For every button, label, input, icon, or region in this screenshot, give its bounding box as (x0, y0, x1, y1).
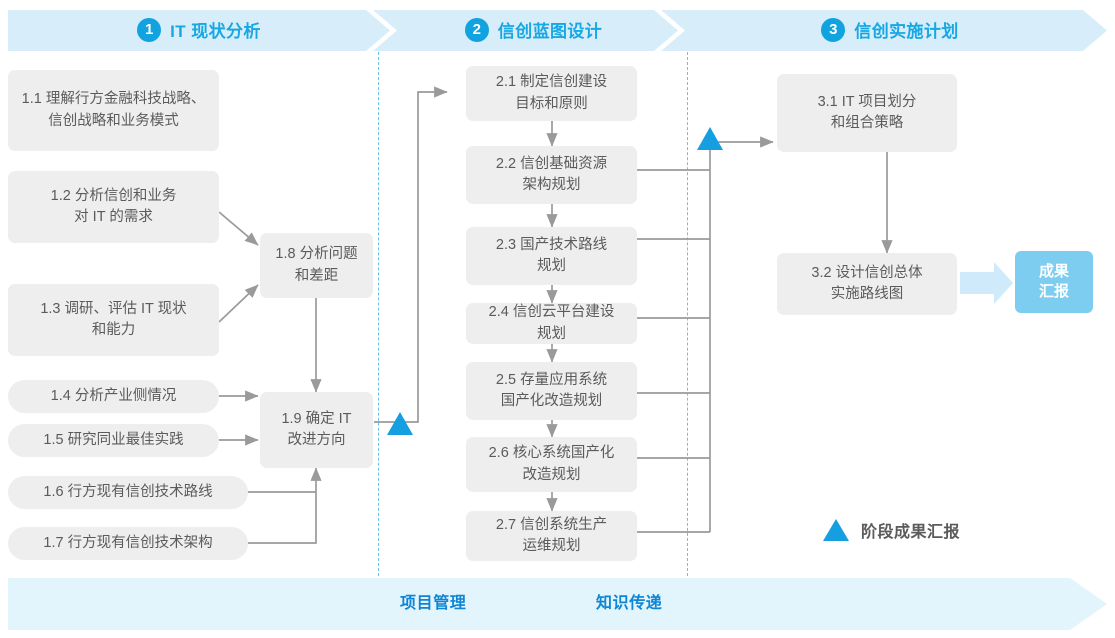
node-2-4[interactable]: 2.4 信创云平台建设 规划 (466, 303, 637, 344)
bottom-band-label-1: 项目管理 (400, 595, 467, 612)
phase-label-1: IT 现状分析 (170, 22, 261, 41)
legend: 阶段成果汇报 (823, 518, 960, 542)
node-1-7[interactable]: 1.7 行方现有信创技术架构 (8, 527, 248, 560)
phase-segment-1[interactable]: 1 IT 现状分析 (8, 10, 390, 51)
bottom-band-label-2: 知识传递 (596, 595, 663, 612)
phase-divider-2-3 (687, 52, 688, 576)
phase-label-3: 信创实施计划 (854, 22, 959, 41)
node-1-3[interactable]: 1.3 调研、评估 IT 现状 和能力 (8, 284, 219, 356)
result-arrow-icon (960, 262, 1013, 304)
bottom-band: 项目管理 知识传递 (8, 578, 1107, 630)
result-badge[interactable]: 成果 汇报 (1015, 251, 1093, 313)
milestone-triangle-phase1 (387, 412, 413, 435)
phase-divider-1-2 (378, 52, 379, 576)
phase-banner: 1 IT 现状分析 2 信创蓝图设计 3 信创实施计划 (8, 10, 1107, 51)
bottom-band-shape (8, 578, 1107, 630)
node-2-3[interactable]: 2.3 国产技术路线 规划 (466, 227, 637, 285)
node-2-7[interactable]: 2.7 信创系统生产 运维规划 (466, 511, 637, 561)
node-3-2[interactable]: 3.2 设计信创总体 实施路线图 (777, 253, 957, 315)
phase-number-3: 3 (821, 17, 846, 42)
node-1-2[interactable]: 1.2 分析信创和业务 对 IT 的需求 (8, 171, 219, 243)
node-2-6[interactable]: 2.6 核心系统国产化 改造规划 (466, 437, 637, 492)
node-2-5[interactable]: 2.5 存量应用系统 国产化改造规划 (466, 362, 637, 420)
phase-segment-2[interactable]: 2 信创蓝图设计 (373, 10, 678, 51)
node-1-1[interactable]: 1.1 理解行方金融科技战略、 信创战略和业务模式 (8, 70, 219, 151)
milestone-triangle-phase2 (697, 127, 723, 150)
node-1-5[interactable]: 1.5 研究同业最佳实践 (8, 424, 219, 457)
node-1-6[interactable]: 1.6 行方现有信创技术路线 (8, 476, 248, 509)
legend-label: 阶段成果汇报 (861, 524, 961, 541)
node-1-8[interactable]: 1.8 分析问题 和差距 (260, 233, 373, 298)
milestone-triangle-icon (823, 519, 849, 541)
phase-number-1: 1 (137, 17, 162, 42)
node-2-2[interactable]: 2.2 信创基础资源 架构规划 (466, 146, 637, 204)
node-3-1[interactable]: 3.1 IT 项目划分 和组合策略 (777, 74, 957, 152)
node-1-4[interactable]: 1.4 分析产业侧情况 (8, 380, 219, 413)
phase-number-2: 2 (464, 17, 489, 42)
node-1-9[interactable]: 1.9 确定 IT 改进方向 (260, 392, 373, 468)
phase-segment-3[interactable]: 3 信创实施计划 (661, 10, 1107, 51)
phase-label-2: 信创蓝图设计 (497, 22, 603, 41)
node-2-1[interactable]: 2.1 制定信创建设 目标和原则 (466, 66, 637, 121)
